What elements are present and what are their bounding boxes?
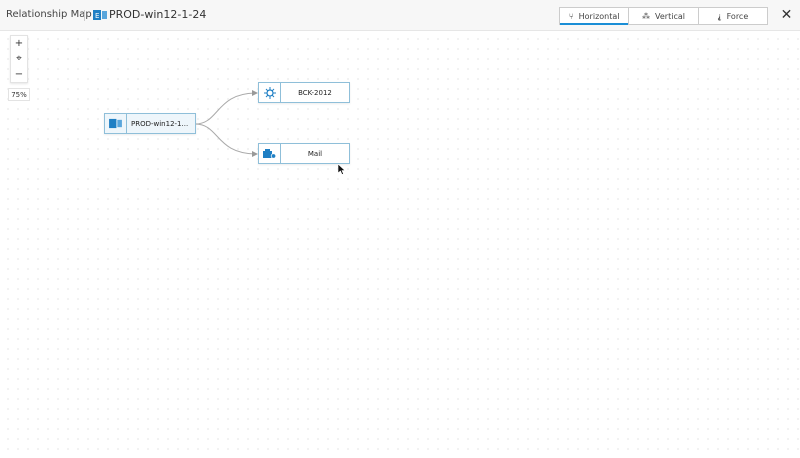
node-label: PROD-win12-1... xyxy=(131,119,189,128)
tab-horizontal[interactable]: ⑂ Horizontal xyxy=(560,8,630,25)
force-layout-icon: ⸘ xyxy=(717,11,722,21)
tab-label: Horizontal xyxy=(578,11,620,21)
node-label: BCK-2012 xyxy=(298,88,332,97)
edge-prod-mail xyxy=(194,123,258,157)
tab-label: Vertical xyxy=(655,11,685,21)
horizontal-layout-icon: ⑂ xyxy=(568,11,574,21)
page-title: Relationship Map xyxy=(6,9,92,20)
zoom-in-button[interactable]: + xyxy=(14,38,24,50)
tab-force[interactable]: ⸘ Force xyxy=(699,8,767,24)
tab-vertical[interactable]: ⁂ Vertical xyxy=(629,8,699,24)
entity-name: PROD-win12-1-24 xyxy=(109,8,207,21)
mail-server-icon xyxy=(263,148,276,159)
node-mail[interactable]: Mail xyxy=(258,143,350,164)
mouse-cursor-icon xyxy=(338,164,346,175)
recenter-icon[interactable]: ⌖ xyxy=(16,53,22,65)
zoom-level: 75% xyxy=(8,88,30,101)
divider xyxy=(84,10,85,21)
map-canvas[interactable] xyxy=(0,31,800,458)
exchange-server-icon xyxy=(109,118,122,129)
exchange-server-icon: E xyxy=(93,10,107,20)
zoom-controls: + ⌖ − xyxy=(10,35,28,83)
zoom-out-button[interactable]: − xyxy=(14,68,24,80)
svg-text:E: E xyxy=(95,12,99,20)
backup-icon xyxy=(263,86,276,99)
tab-label: Force xyxy=(726,11,749,21)
layout-toggle: ⑂ Horizontal ⁂ Vertical ⸘ Force xyxy=(559,7,768,25)
edge-prod-bck xyxy=(194,90,258,125)
vertical-layout-icon: ⁂ xyxy=(642,11,651,21)
node-prod-win12[interactable]: PROD-win12-1... xyxy=(104,113,196,134)
header: Relationship Map E PROD-win12-1-24 ⑂ Hori… xyxy=(0,0,800,31)
node-label: Mail xyxy=(307,149,323,158)
node-bck-2012[interactable]: BCK-2012 xyxy=(258,82,350,103)
close-button[interactable]: ✕ xyxy=(780,7,793,23)
